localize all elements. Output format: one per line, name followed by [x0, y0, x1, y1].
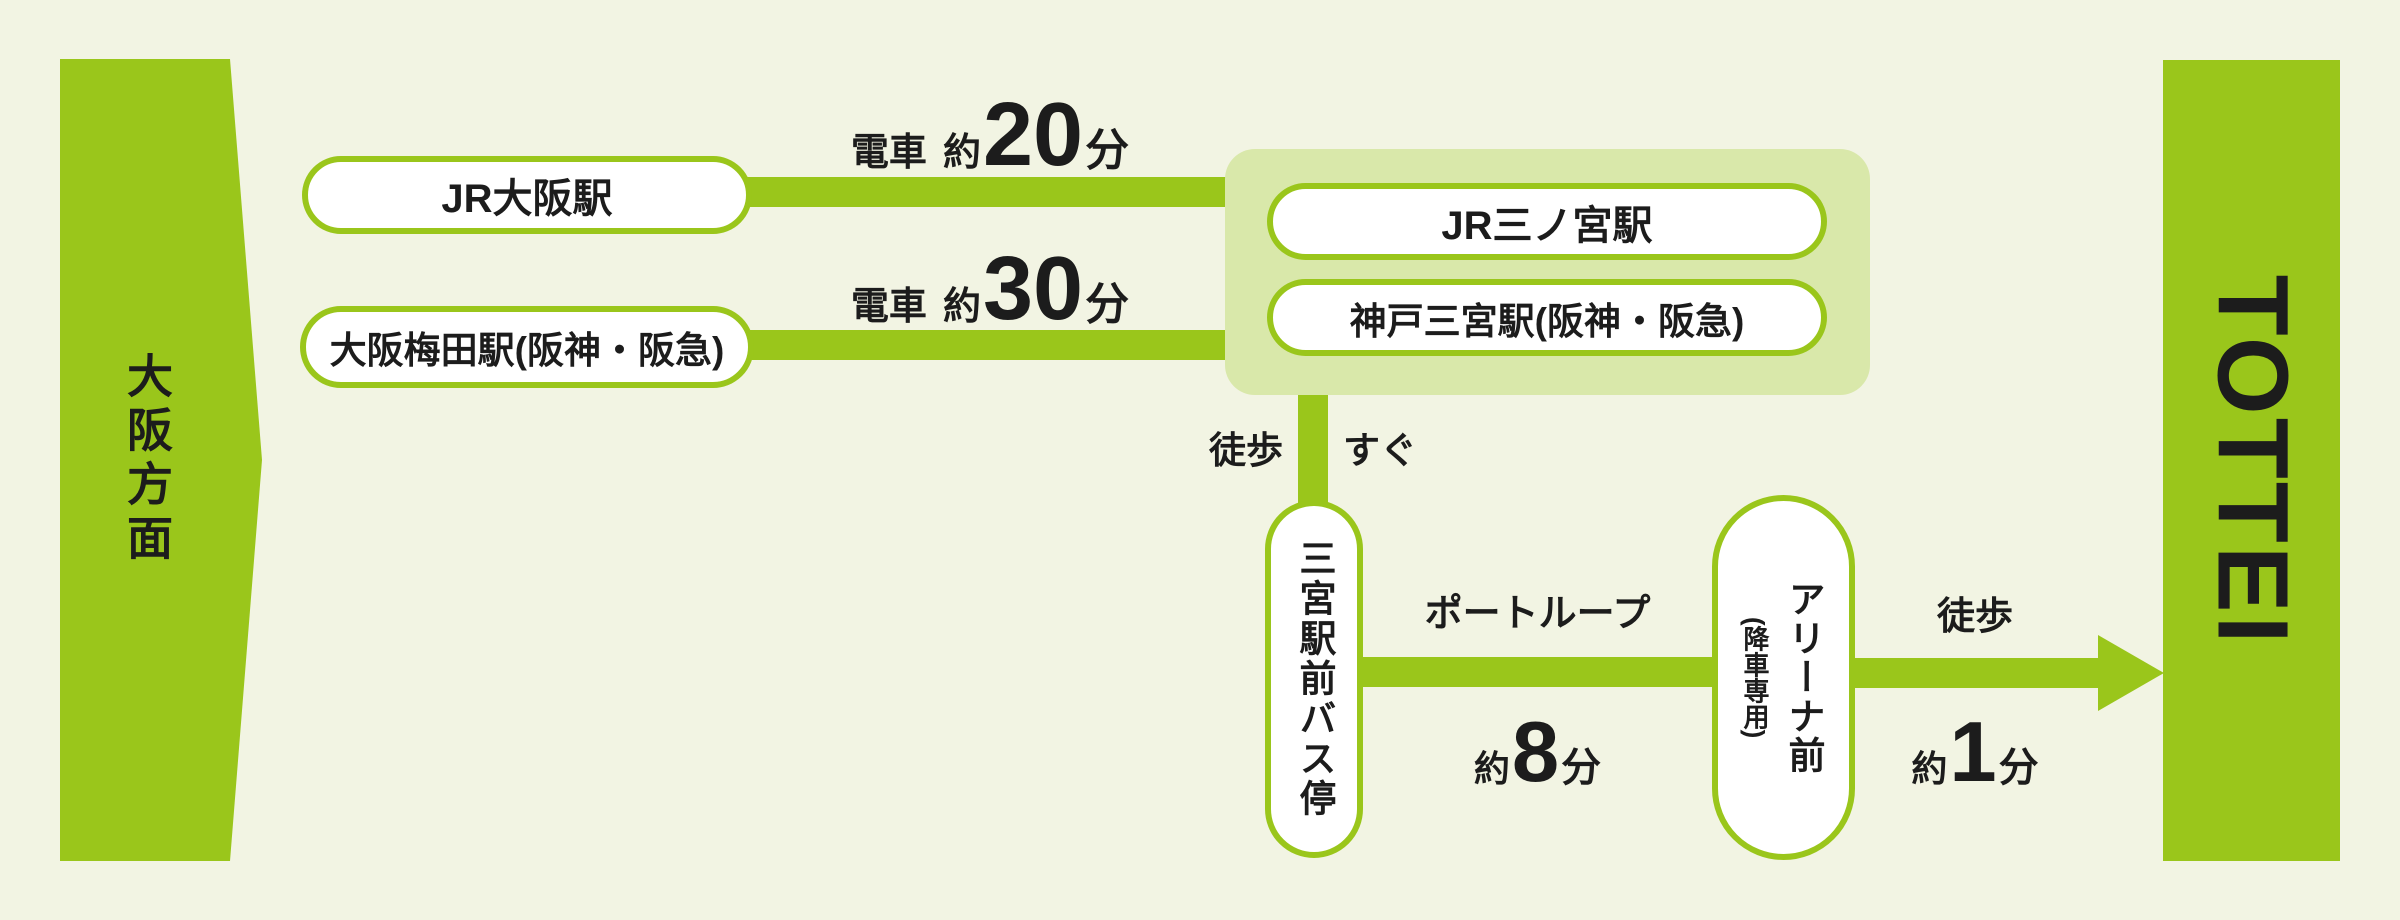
origin-banner: 大阪方面 — [60, 59, 262, 861]
leg-label-bus-time: 約 8 分 — [1363, 710, 1712, 795]
destination-label: TOTTEI — [2196, 274, 2308, 647]
leg-mode: 電車 — [850, 286, 927, 328]
leg-unit: 分 — [1085, 126, 1130, 175]
station-pill-sannomiya-bus-stop: 三宮駅前バス停 — [1265, 500, 1363, 858]
destination-banner: TOTTEI — [2163, 60, 2340, 861]
leg-unit: 分 — [1998, 746, 2039, 790]
leg-approx: 約 — [942, 132, 981, 174]
leg-label-walk-mode: 徒歩 — [1209, 430, 1283, 471]
leg-label-walk-duration: すぐ — [1343, 430, 1417, 471]
leg-mode: 電車 — [850, 132, 927, 174]
leg-minutes: 8 — [1511, 705, 1560, 800]
leg-label-walk-final-mode: 徒歩 — [1936, 596, 2013, 638]
station-label: JR三ノ宮駅 — [1441, 203, 1653, 248]
route-line-train1 — [735, 177, 1228, 207]
station-label: 神戸三宮駅(阪神・阪急) — [1349, 300, 1745, 342]
leg-approx: 約 — [1473, 748, 1510, 789]
station-pill-jr-osaka: JR大阪駅 — [302, 156, 752, 234]
station-label: 三宮駅前バス停 — [1294, 539, 1335, 819]
leg-unit: 分 — [1085, 280, 1130, 329]
station-label: JR大阪駅 — [441, 177, 613, 221]
station-pill-osaka-umeda: 大阪梅田駅(阪神・阪急) — [300, 306, 754, 388]
leg-approx: 約 — [1911, 748, 1948, 789]
station-label: 大阪梅田駅(阪神・阪急) — [329, 330, 725, 371]
route-line-train2 — [735, 330, 1228, 360]
origin-label: 大阪方面 — [121, 352, 173, 568]
station-sublabel: (降車専用) — [1740, 616, 1770, 739]
leg-minutes: 20 — [982, 85, 1084, 185]
route-line-bus — [1360, 657, 1715, 687]
station-pill-arena-mae: アリーナ前 (降車専用) — [1712, 495, 1855, 860]
leg-approx: 約 — [942, 286, 981, 328]
leg-label-train1: 電車 約 20 分 — [752, 90, 1228, 180]
leg-unit: 分 — [1561, 746, 1602, 790]
leg-minutes: 1 — [1949, 705, 1997, 800]
leg-label-train2: 電車 約 30 分 — [752, 244, 1228, 334]
leg-label-walk-final-time: 約 1 分 — [1852, 710, 2098, 795]
route-line-walk-final — [1852, 658, 2098, 688]
leg-label-bus-mode: ポートループ — [1424, 593, 1651, 635]
station-label: アリーナ前 — [1783, 580, 1824, 775]
route-line-walk-to-bus — [1298, 392, 1328, 504]
station-pill-jr-sannomiya: JR三ノ宮駅 — [1267, 183, 1827, 260]
leg-minutes: 30 — [982, 239, 1084, 339]
station-pill-kobe-sannomiya: 神戸三宮駅(阪神・阪急) — [1267, 279, 1827, 356]
arrow-right-icon — [2098, 635, 2164, 711]
